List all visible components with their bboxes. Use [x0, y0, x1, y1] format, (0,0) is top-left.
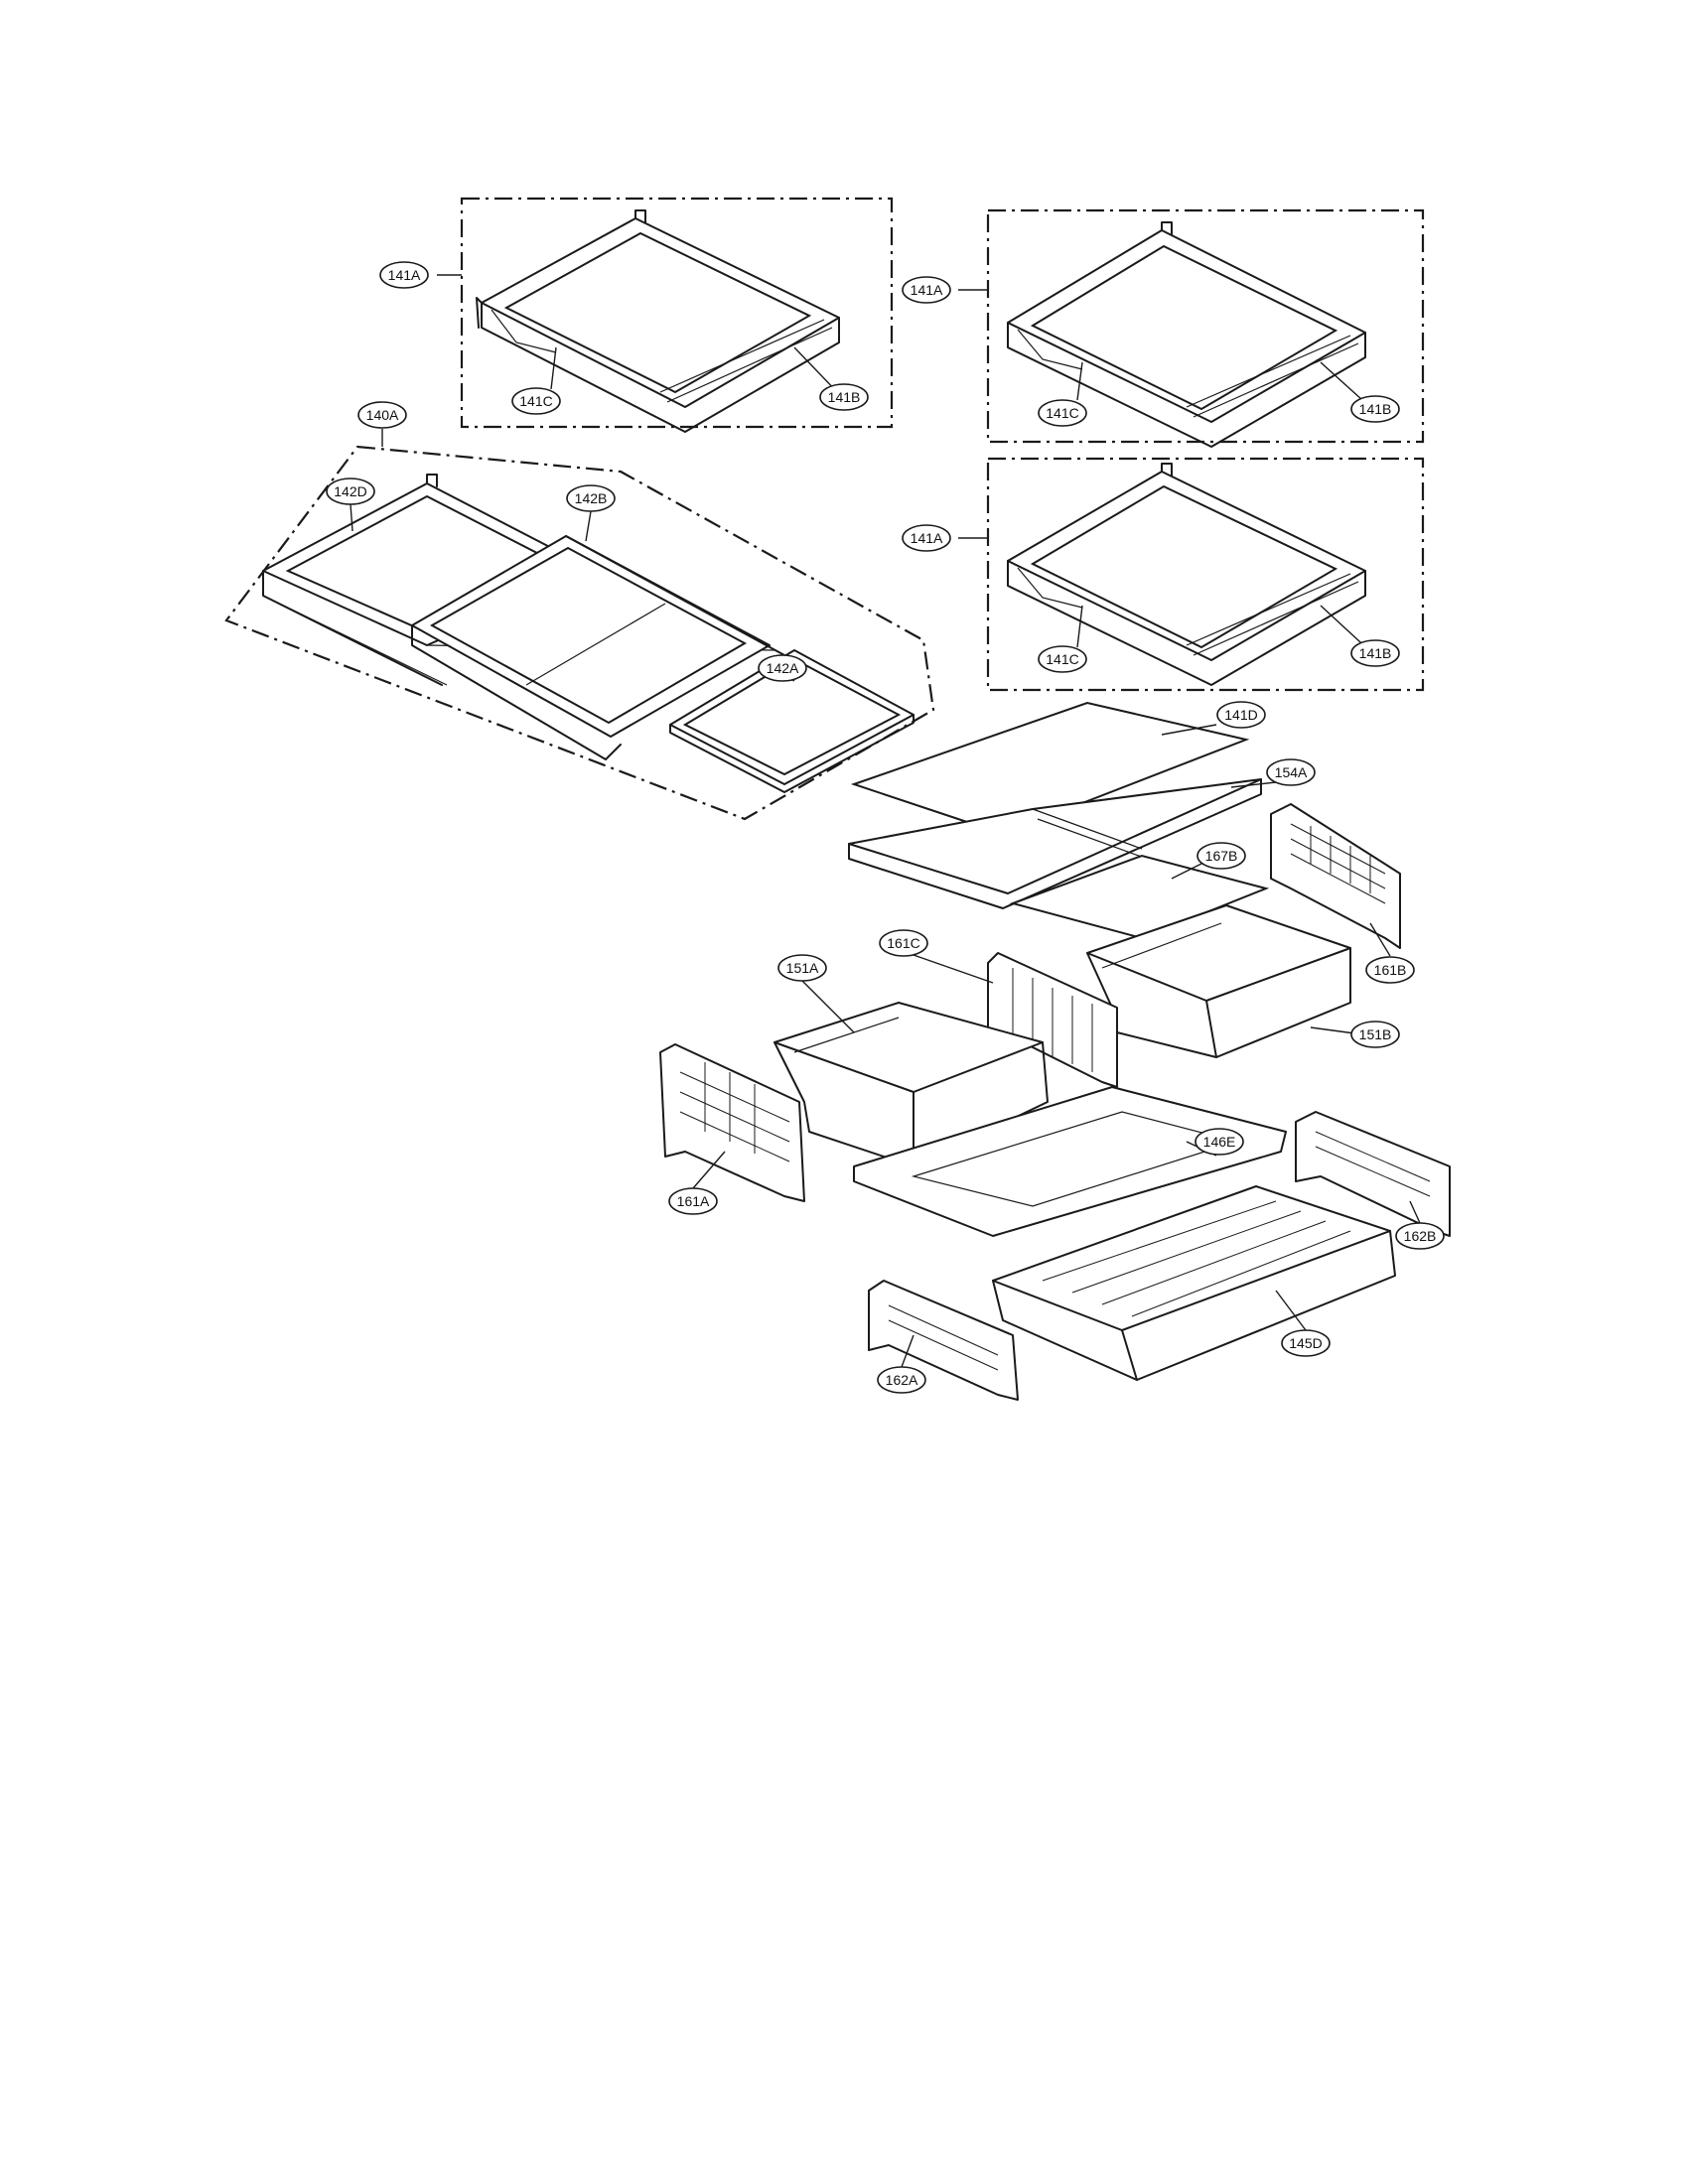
callout-label: 162A	[886, 1372, 918, 1388]
shelf-group-1	[460, 197, 894, 433]
side-panel-161B	[1270, 803, 1401, 949]
callout-141C: 141C	[511, 387, 561, 415]
callout-label: 146E	[1203, 1134, 1236, 1150]
callout-142D: 142D	[326, 478, 375, 505]
crisper-drawer-151B	[1086, 904, 1351, 1058]
glass-167B	[1009, 854, 1270, 940]
callout-label: 141A	[388, 267, 421, 283]
callout-label: 142B	[575, 490, 608, 506]
callout-141C: 141C	[1038, 399, 1087, 427]
glass-shelf-142A	[669, 649, 914, 793]
dashed-box-shelf-3	[986, 457, 1425, 692]
callout-151A: 151A	[777, 954, 827, 982]
callout-161C: 161C	[879, 929, 928, 957]
callout-label: 161C	[887, 935, 919, 951]
shelf-group-140A	[224, 445, 935, 821]
callout-161B: 161B	[1365, 956, 1415, 984]
callout-label: 142D	[334, 483, 366, 499]
callout-label: 141B	[1359, 645, 1392, 661]
callout-162B: 162B	[1395, 1222, 1445, 1250]
shelf-group-3	[986, 457, 1425, 692]
callout-145D: 145D	[1281, 1329, 1331, 1357]
callout-141B: 141B	[1350, 395, 1400, 423]
callout-label: 141B	[828, 389, 861, 405]
callout-141A: 141A	[379, 261, 429, 289]
callout-label: 141D	[1224, 707, 1257, 723]
callout-161A: 161A	[668, 1187, 718, 1215]
callout-label: 162B	[1404, 1228, 1437, 1244]
shelf-assembly-1	[476, 209, 840, 433]
callout-141A: 141A	[902, 276, 951, 304]
callout-label: 154A	[1275, 764, 1308, 780]
callout-151B: 151B	[1350, 1021, 1400, 1048]
callout-label: 140A	[366, 407, 399, 423]
callout-label: 141C	[1046, 651, 1078, 667]
callout-label: 167B	[1205, 848, 1238, 864]
dashed-box-shelf-2	[986, 208, 1425, 444]
crisper-cover-154A	[848, 778, 1262, 909]
callout-154A: 154A	[1266, 758, 1316, 786]
callout-label: 141C	[519, 393, 552, 409]
dashed-outline-140A	[224, 445, 935, 821]
callout-141B: 141B	[1350, 639, 1400, 667]
callout-167B: 167B	[1196, 842, 1246, 870]
callout-label: 141A	[911, 530, 943, 546]
callout-label: 142A	[767, 660, 799, 676]
callout-141A: 141A	[902, 524, 951, 552]
pantry-drawer-145D	[992, 1185, 1396, 1381]
callout-140A: 140A	[357, 401, 407, 429]
callout-label: 151B	[1359, 1026, 1392, 1042]
callout-label: 141B	[1359, 401, 1392, 417]
divider-161C	[987, 952, 1118, 1088]
callout-141D: 141D	[1216, 701, 1266, 729]
callout-label: 145D	[1289, 1335, 1322, 1351]
callout-label: 151A	[786, 960, 819, 976]
lower-assembly	[659, 701, 1451, 1401]
callout-146E: 146E	[1195, 1128, 1244, 1156]
bracket-162A	[868, 1280, 1019, 1401]
shelf-assembly-3	[1007, 463, 1366, 686]
glass-plate-141D	[850, 701, 1250, 836]
side-panel-161A	[659, 1043, 805, 1202]
shelf-group-2	[986, 208, 1425, 448]
callout-label: 141C	[1046, 405, 1078, 421]
callout-141B: 141B	[819, 383, 869, 411]
callout-142B: 142B	[566, 484, 616, 512]
callout-142A: 142A	[758, 654, 807, 682]
callout-label: 161A	[677, 1193, 710, 1209]
callout-label: 161B	[1374, 962, 1407, 978]
callout-141C: 141C	[1038, 645, 1087, 673]
callout-label: 141A	[911, 282, 943, 298]
shelf-assembly-2	[1007, 221, 1366, 448]
callout-162A: 162A	[877, 1366, 926, 1394]
